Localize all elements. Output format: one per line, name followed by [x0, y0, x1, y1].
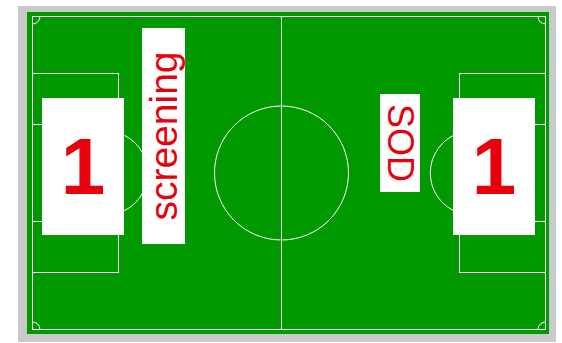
- rotated-label: screening: [144, 51, 183, 220]
- callout-number: 1: [472, 127, 517, 207]
- pitch-grass: [27, 12, 549, 334]
- rotated-label: SOD: [382, 104, 418, 182]
- callout-number: 1: [61, 127, 106, 207]
- label-box: screening: [142, 28, 185, 244]
- corner-arc: [33, 17, 41, 25]
- touch-line: [33, 17, 546, 330]
- corner-arc: [538, 322, 546, 330]
- score-box: 1: [42, 98, 124, 235]
- label-box: SOD: [380, 94, 420, 192]
- score-box: 1: [453, 98, 535, 235]
- pitch-lines: [33, 17, 546, 330]
- halfway-line: [281, 17, 282, 330]
- pitch-frame: [18, 6, 556, 342]
- corner-arc: [33, 322, 41, 330]
- corner-arc: [538, 17, 546, 25]
- centre-circle: [215, 106, 349, 240]
